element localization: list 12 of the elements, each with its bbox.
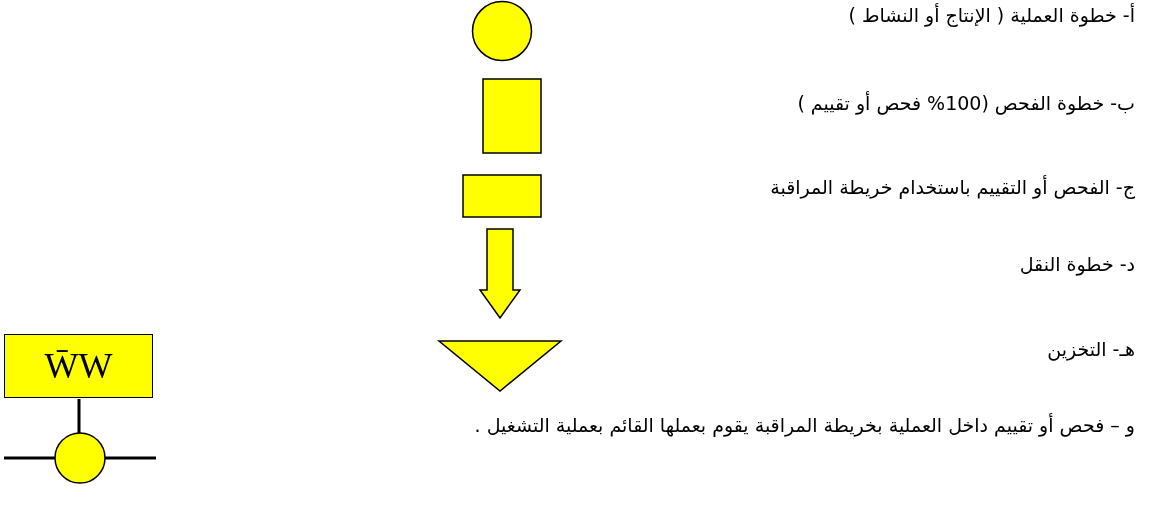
symbol-box: W̄W bbox=[4, 334, 153, 398]
gauge-circle bbox=[3, 430, 157, 486]
symbol-description: ج- الفحص أو التقييم باستخدام خريطة المراقبة bbox=[770, 176, 1135, 198]
symbol-description: و – فحص أو تقييم داخل العملية بخريطة المراقبة يقوم بعملها القائم بعملية التشغيل . bbox=[474, 414, 1135, 436]
symbol-description: د- خطوة النقل bbox=[1019, 253, 1135, 275]
inspection-box bbox=[462, 174, 542, 218]
symbol-description: أ- خطوة العملية ( الإنتاج أو النشاط ) bbox=[848, 4, 1135, 26]
inspection-box bbox=[482, 78, 542, 154]
storage-triangle bbox=[438, 340, 562, 392]
symbol-description: ب- خطوة الفحص (100% فحص أو تقييم ) bbox=[797, 92, 1135, 114]
symbol-description: هـ- التخزين bbox=[1047, 338, 1135, 360]
connector-line bbox=[77, 399, 81, 433]
